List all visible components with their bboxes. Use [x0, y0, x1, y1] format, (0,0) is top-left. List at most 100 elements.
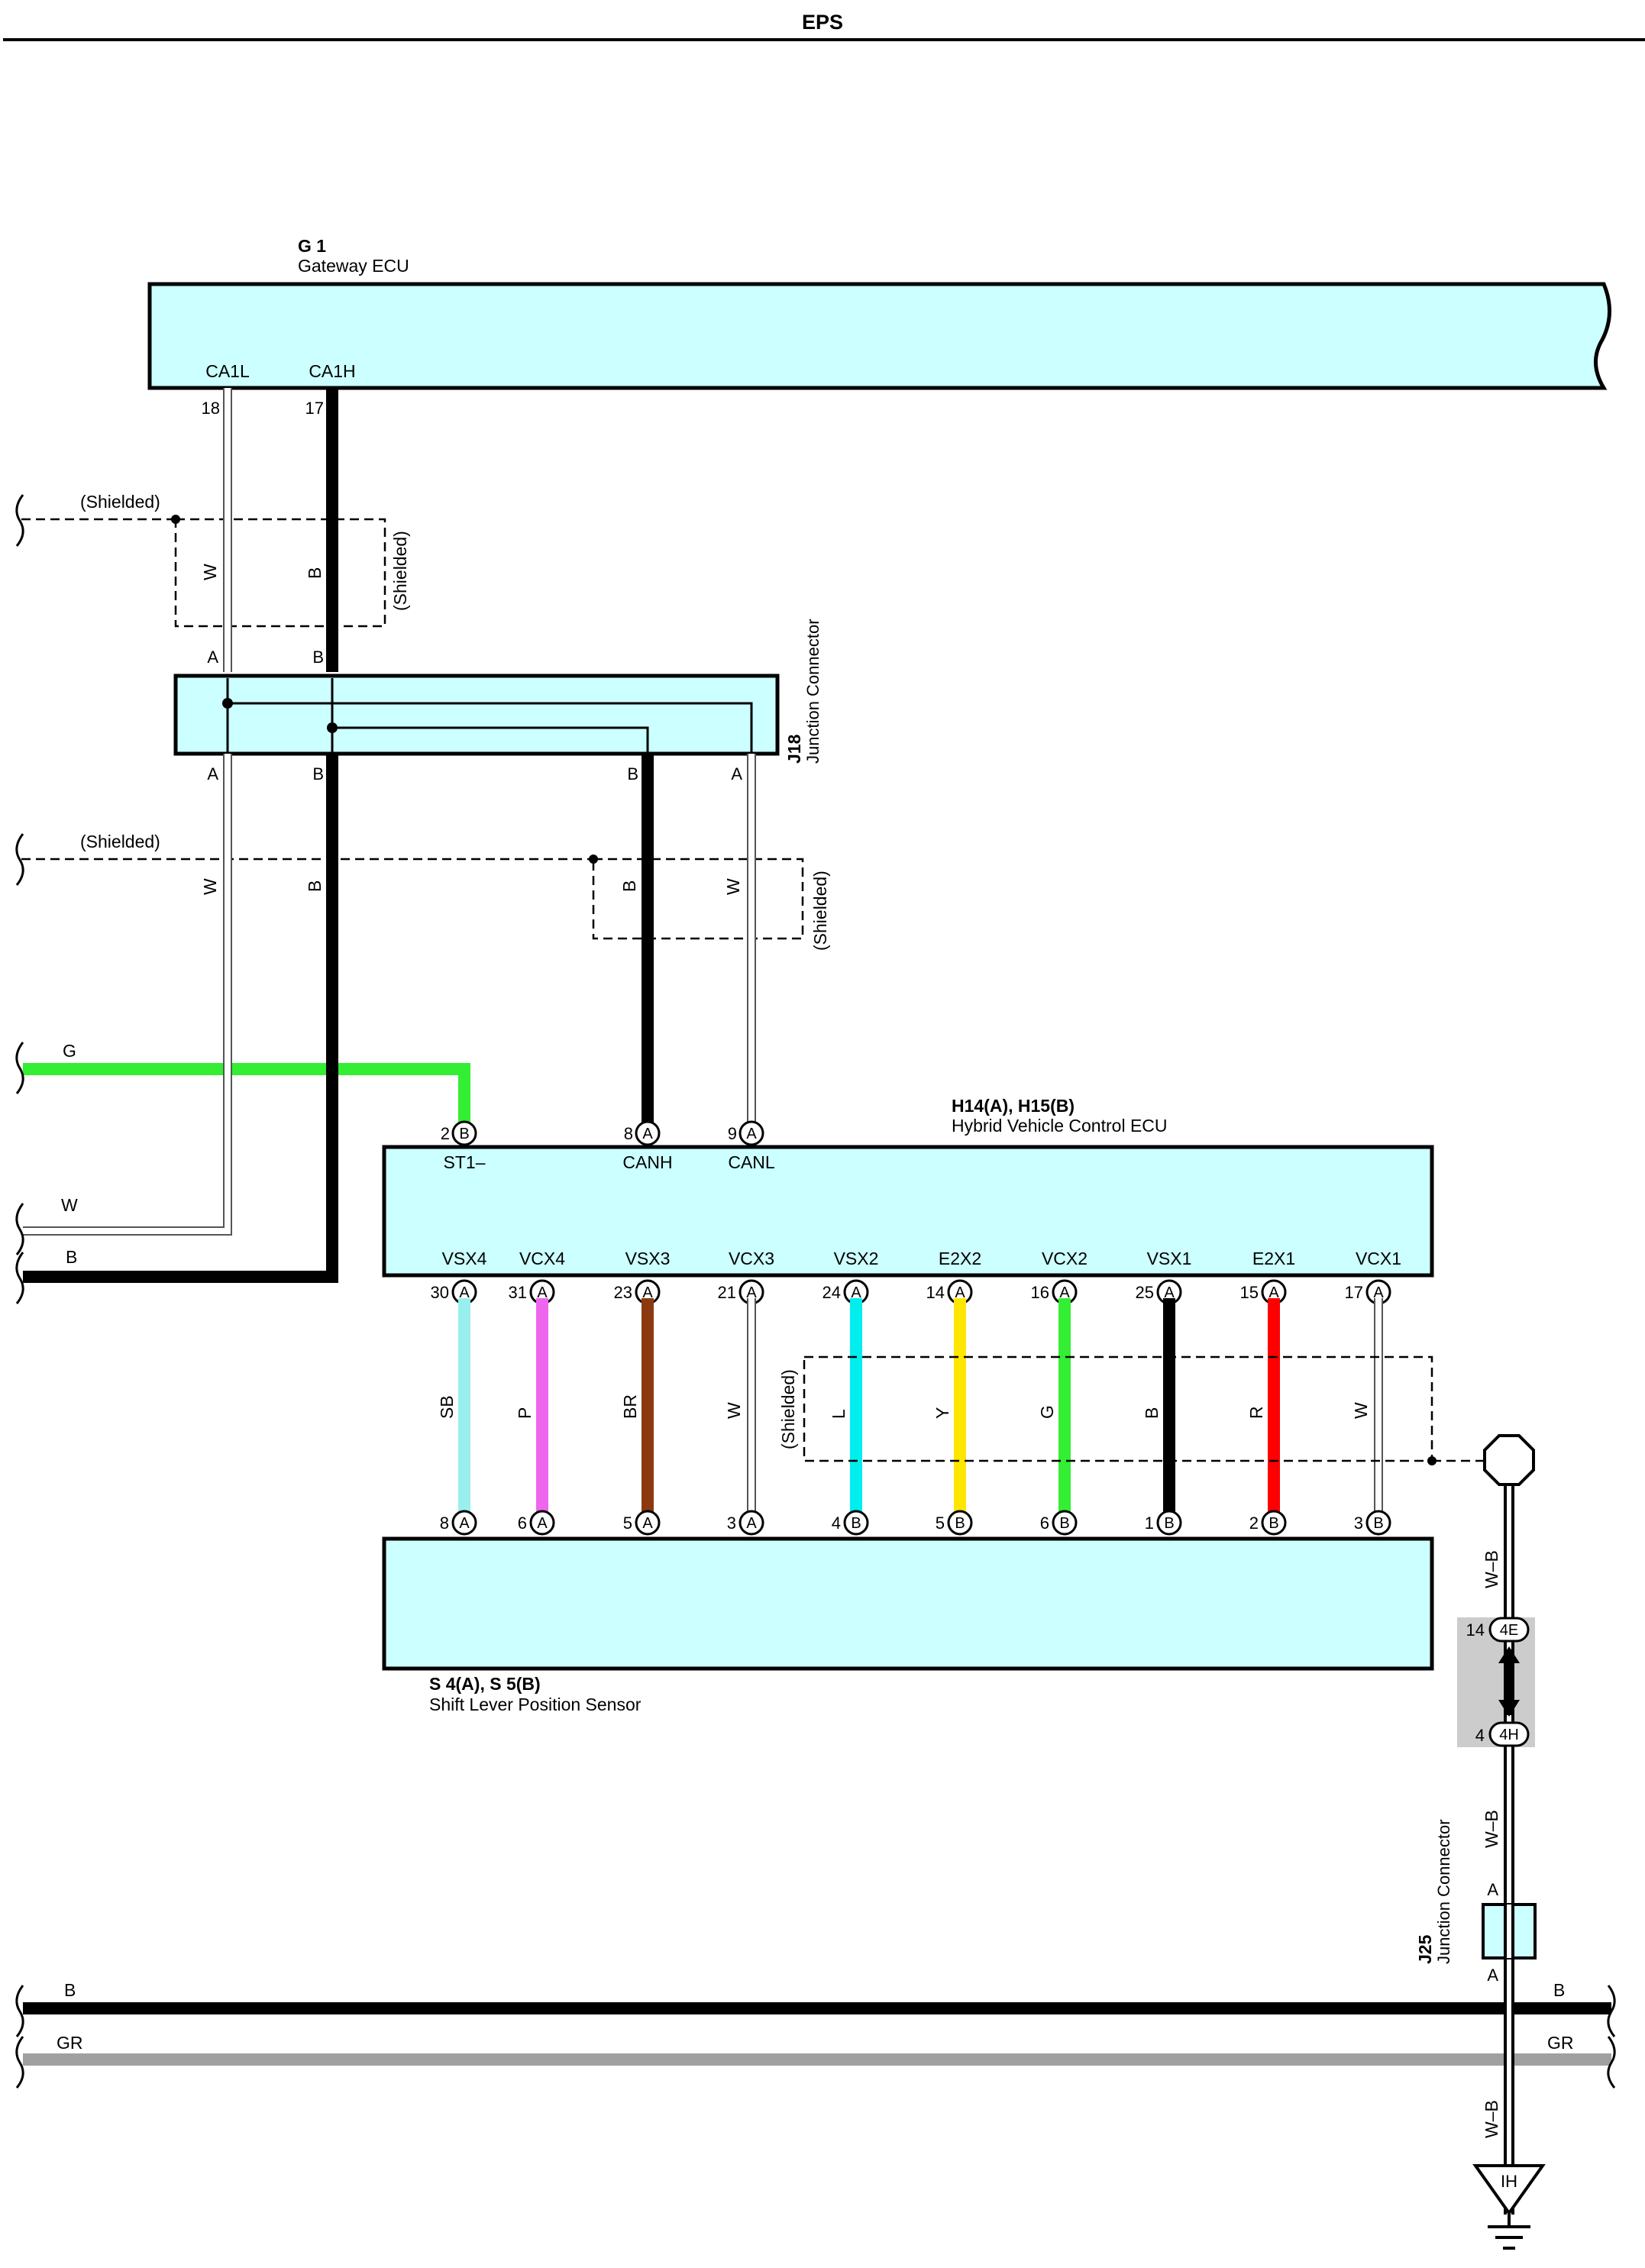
- break-mark: [15, 494, 24, 547]
- connector-letter: B: [1164, 1515, 1174, 1532]
- connector-letter: A: [1164, 1284, 1175, 1301]
- connector-code: 4E: [1500, 1622, 1518, 1639]
- break-mark: [1607, 2036, 1616, 2089]
- shield-splice-dot: [1427, 1456, 1437, 1465]
- connector-circle: [635, 1510, 661, 1536]
- shielded-label: (Shielded): [80, 832, 160, 851]
- wire-w: [23, 754, 231, 1234]
- connector-circle: [451, 1120, 477, 1146]
- wire-color-label: W: [724, 1402, 744, 1419]
- j18-junction-box: [173, 674, 780, 756]
- shift-sensor-box: [382, 1536, 1434, 1671]
- pin-number: 31: [509, 1283, 527, 1302]
- connector-letter: A: [537, 1515, 548, 1532]
- connector-letter: A: [746, 1284, 757, 1301]
- j18-pin-letter: A: [207, 648, 218, 667]
- pin-number: 25: [1136, 1283, 1154, 1302]
- pin-number: 4: [832, 1514, 841, 1533]
- terminal-label: VCX3: [729, 1249, 774, 1268]
- ground-symbol: [1488, 2213, 1530, 2250]
- bus-color-label: B: [1553, 1980, 1565, 2000]
- j18-pin-letter: B: [312, 648, 324, 667]
- terminal-label: VSX3: [625, 1249, 671, 1268]
- ground-code: IH: [1501, 2172, 1517, 2191]
- pin-number: 15: [1240, 1283, 1259, 1302]
- pin-number: 5: [623, 1514, 632, 1533]
- j18-splice-dot: [327, 722, 338, 733]
- terminal-label: ST1–: [444, 1152, 486, 1172]
- j18-internal-link: [226, 678, 753, 754]
- wire-w: [23, 754, 232, 1236]
- junction-arrow-head: [1498, 1646, 1520, 1717]
- pin-number: 14: [926, 1283, 945, 1302]
- wire-color-label: B: [305, 567, 325, 579]
- hv-top-terminal: 2 B ST1–: [441, 1120, 486, 1172]
- wire-color-label: W: [200, 564, 220, 580]
- pin-number: 3: [1354, 1514, 1363, 1533]
- connector-circle: [451, 1510, 477, 1536]
- connector-letter: B: [459, 1126, 469, 1142]
- connector-circle: [1052, 1510, 1078, 1536]
- break-mark: [15, 1252, 24, 1304]
- hv-top-terminal: 8 A CANH: [622, 1120, 673, 1172]
- pin-number: 4: [1475, 1726, 1485, 1745]
- bus-color-label: GR: [1547, 2033, 1574, 2053]
- wire-color-label: W: [723, 878, 743, 895]
- wire-color-label: B: [305, 880, 325, 892]
- connector-letter: A: [851, 1284, 861, 1301]
- left-entry-color: W: [61, 1195, 78, 1215]
- shield-splice-dot: [589, 855, 598, 864]
- pin-number: 3: [727, 1514, 736, 1533]
- connector-circle: [1261, 1510, 1287, 1536]
- break-mark: [1607, 1985, 1616, 2037]
- connector-letter: A: [537, 1284, 548, 1301]
- pin-number: 8: [624, 1124, 633, 1143]
- j25-pin-letter: A: [1487, 1966, 1498, 1985]
- connector-letter: A: [459, 1284, 470, 1301]
- pin-number: 1: [1145, 1514, 1154, 1533]
- terminal-label: CANL: [728, 1152, 775, 1172]
- gateway-pin-number: 17: [305, 399, 324, 418]
- gateway-ecu-box: [147, 282, 1612, 390]
- hv-ecu-code: H14(A), H15(B): [952, 1096, 1075, 1116]
- wire-color-label: G: [1037, 1405, 1057, 1419]
- connector-letter: A: [955, 1284, 965, 1301]
- pin-number: 23: [614, 1283, 632, 1302]
- shift-sensor-name: Shift Lever Position Sensor: [429, 1695, 642, 1714]
- ground-wire-color: W–B: [1482, 1550, 1501, 1588]
- gateway-code: G 1: [298, 236, 326, 256]
- connector-circle: [738, 1510, 764, 1536]
- pin-number: 6: [1040, 1514, 1049, 1533]
- connector-circle: [529, 1510, 555, 1536]
- j18-pin-letter: B: [627, 764, 638, 783]
- break-mark: [15, 1203, 24, 1255]
- connector-letter: A: [1059, 1284, 1070, 1301]
- terminal-label: E2X1: [1252, 1249, 1295, 1268]
- shielded-label: (Shielded): [80, 492, 160, 512]
- pin-number: 2: [441, 1124, 450, 1143]
- pin-number: 17: [1345, 1283, 1363, 1302]
- left-entry-color: G: [63, 1041, 76, 1061]
- break-mark: [15, 833, 24, 886]
- connector-oval: [1488, 1721, 1530, 1747]
- wire-color-label: BR: [620, 1394, 640, 1419]
- signal-wire: SB: [437, 1298, 470, 1520]
- terminal-label: VSX2: [834, 1249, 879, 1268]
- connector-letter: A: [746, 1126, 757, 1142]
- connector-letter: A: [642, 1126, 653, 1142]
- connector-circle: [843, 1510, 869, 1536]
- wire-color-label: W: [200, 878, 220, 895]
- connector-letter: B: [1059, 1515, 1069, 1532]
- j25-code: J25: [1415, 1934, 1435, 1964]
- wire-g: [23, 1063, 470, 1132]
- connector-letter: B: [1268, 1515, 1278, 1532]
- ground-wire-color: W–B: [1482, 2100, 1501, 2138]
